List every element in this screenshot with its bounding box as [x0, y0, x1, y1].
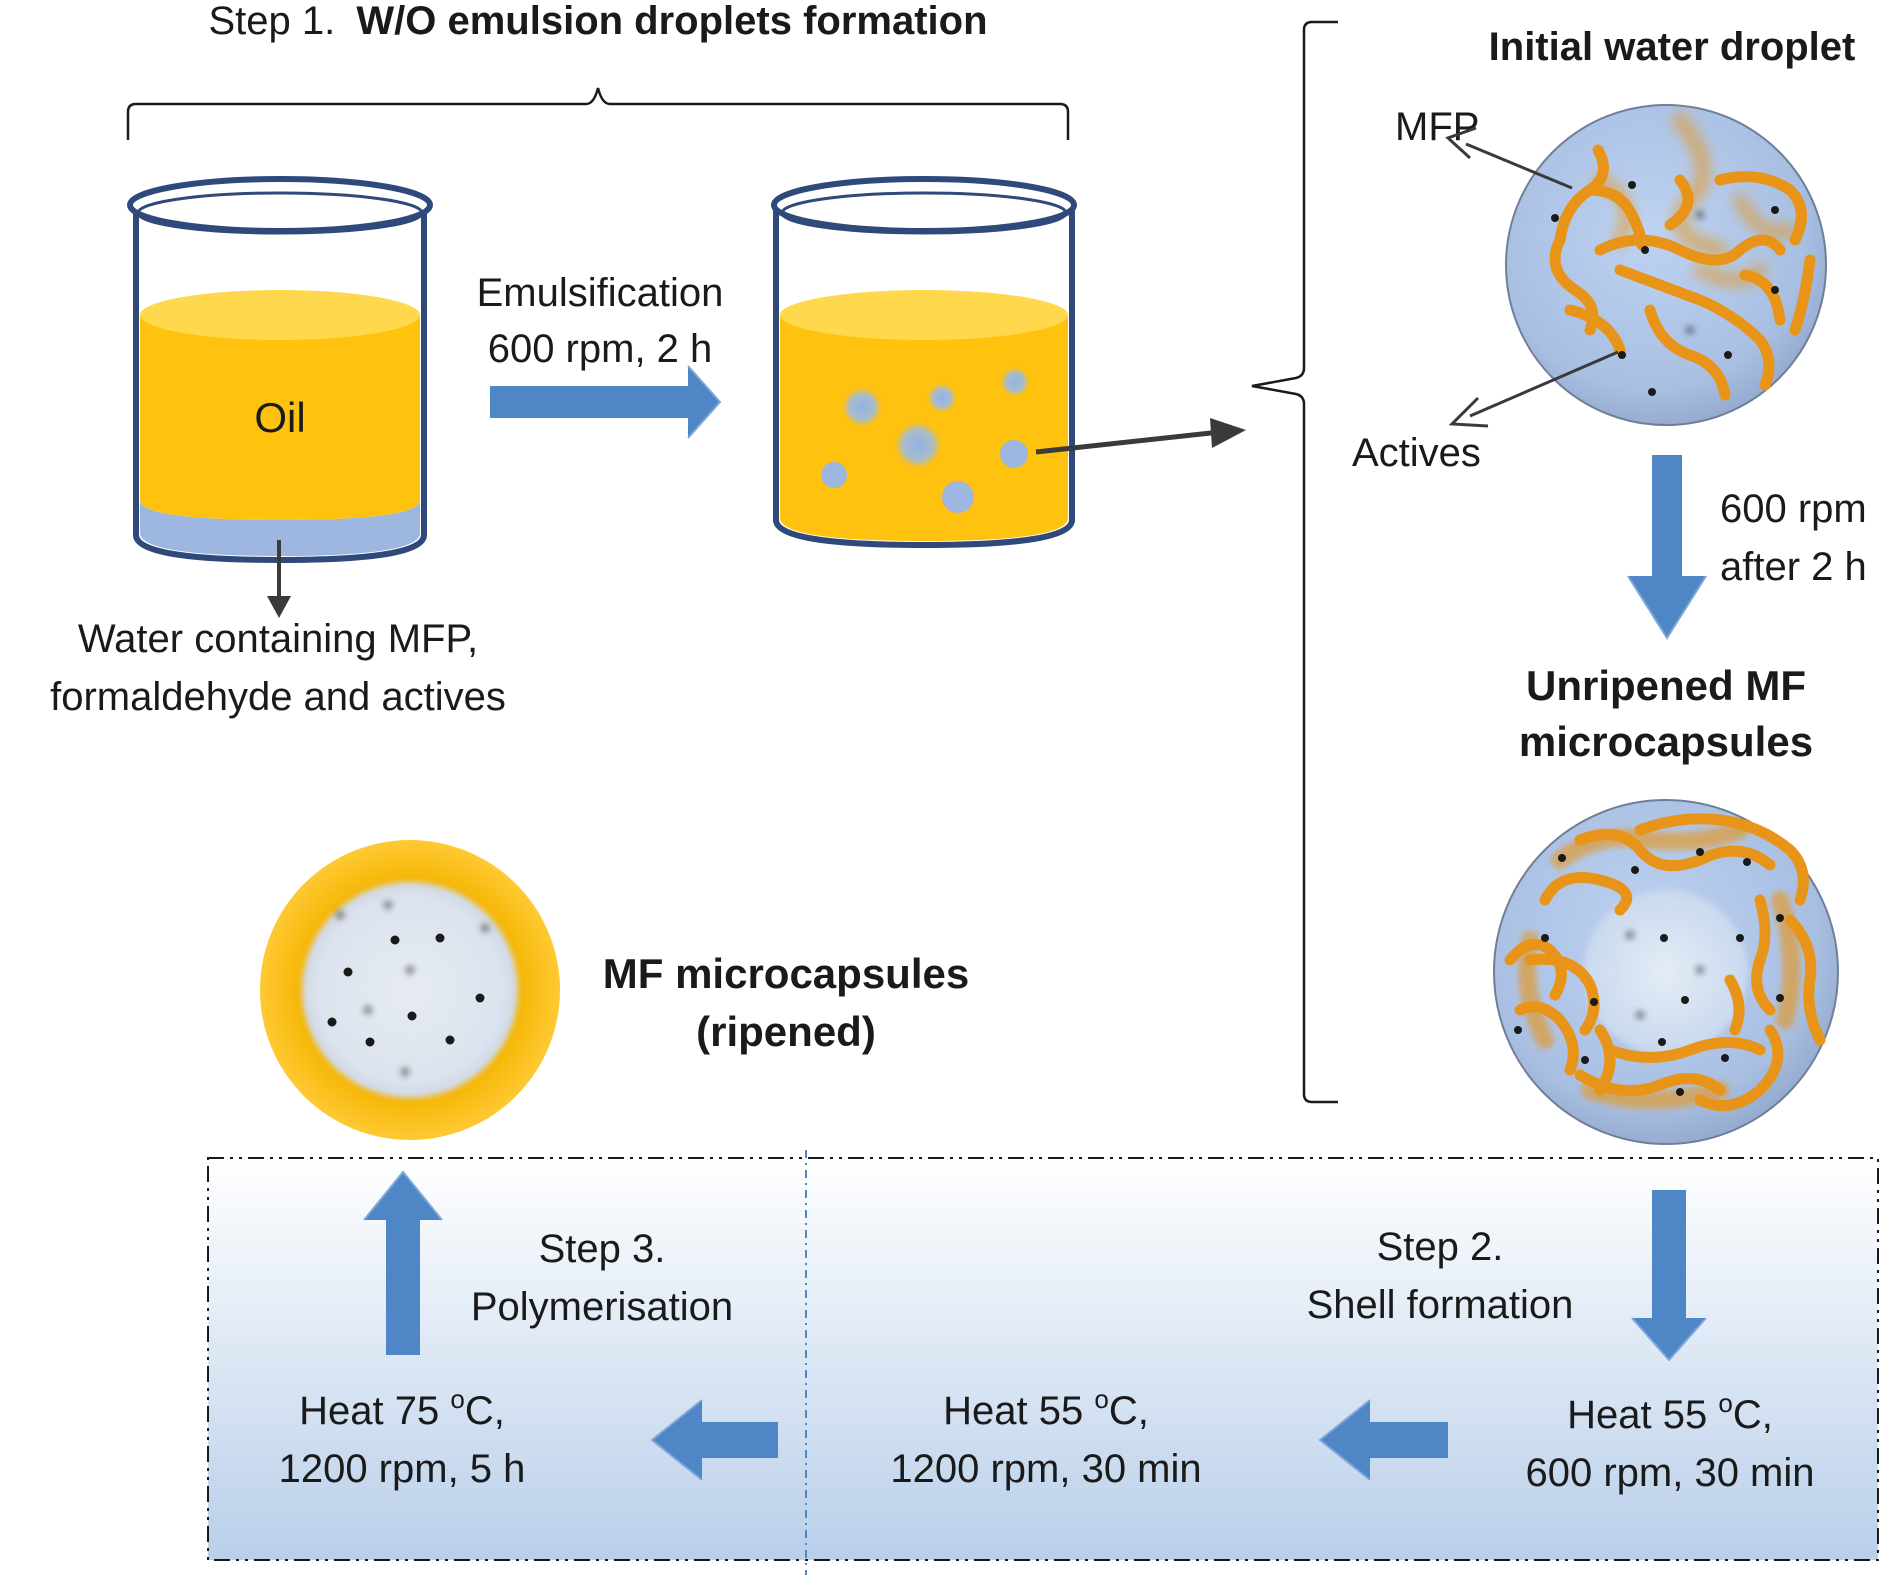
unripened-title-line2: microcapsules	[1519, 718, 1813, 765]
oil-label: Oil	[254, 394, 305, 441]
zoom-pointer-line	[1035, 429, 1221, 455]
heat-a-line1: Heat 55 oC,	[1567, 1388, 1773, 1437]
step2-down-arrow	[1632, 1190, 1706, 1360]
heat-a-text: Heat 55	[1567, 1393, 1718, 1437]
unripened-fibers	[1504, 813, 1826, 1112]
unripened-capsule	[1493, 799, 1839, 1145]
step1-prefix: Step 1.	[208, 0, 335, 43]
heat-c-line2: 1200 rpm, 5 h	[279, 1447, 526, 1491]
step3-line2: Polymerisation	[471, 1285, 733, 1329]
heat-b-degree: o	[1094, 1384, 1108, 1414]
emulsion-droplet	[942, 481, 974, 513]
mfp-pointer-line	[1465, 142, 1573, 190]
unripened-title-line1: Unripened MF	[1526, 662, 1806, 709]
heat-c-line1: Heat 75 oC,	[299, 1384, 505, 1433]
heat-a-degree: o	[1718, 1388, 1732, 1418]
step2-line2: Shell formation	[1307, 1283, 1574, 1327]
actives-pointer-line	[1469, 350, 1619, 418]
actives-pointer-head	[1448, 396, 1489, 428]
left-arrow-b-to-c	[652, 1400, 778, 1480]
heat-b-unit: C,	[1109, 1389, 1149, 1433]
emulsification-line2: 600 rpm, 2 h	[488, 327, 713, 371]
unripened-actives-dots	[1514, 848, 1784, 1096]
step2-line1: Step 2.	[1377, 1225, 1504, 1269]
initial-droplet-title: Initial water droplet	[1489, 25, 1856, 69]
emulsion-droplet-blurred	[999, 366, 1031, 398]
actives-label: Actives	[1352, 431, 1481, 475]
emulsion-droplet	[1000, 440, 1028, 468]
heat-b-line2: 1200 rpm, 30 min	[890, 1447, 1201, 1491]
emulsification-arrow	[490, 366, 720, 438]
water-label-line1: Water containing MFP,	[78, 617, 478, 661]
heat-b-text: Heat 55	[943, 1389, 1094, 1433]
heat-c-text: Heat 75	[299, 1389, 450, 1433]
left-arrow-a-to-b	[1320, 1400, 1448, 1480]
ripened-actives-dots	[327, 933, 485, 1047]
process-box	[207, 1157, 1879, 1561]
step3-line1: Step 3.	[539, 1227, 666, 1271]
water-pointer-head	[267, 596, 291, 618]
ripening-condition-line2: after 2 h	[1720, 545, 1867, 589]
heat-c-unit: C,	[465, 1389, 505, 1433]
emulsion-droplet-blurred	[840, 385, 884, 429]
step1-brace	[126, 87, 1070, 140]
heat-b-line1: Heat 55 oC,	[943, 1384, 1149, 1433]
emulsion-droplet-blurred	[926, 382, 958, 414]
beaker-oil-water: Oil	[127, 176, 433, 564]
mfp-label: MFP	[1395, 105, 1479, 149]
heat-c-degree: o	[450, 1384, 464, 1414]
ripening-arrow	[1628, 455, 1706, 638]
step1-title: Step 1. W/O emulsion droplets formation	[208, 0, 987, 43]
water-label-line2: formaldehyde and actives	[50, 675, 506, 719]
oil-layer	[140, 315, 420, 520]
ripened-title-line1: MF microcapsules	[603, 950, 969, 997]
ripened-title-line2: (ripened)	[696, 1008, 876, 1055]
mfp-fibers	[1549, 144, 1816, 401]
zoom-brace	[1251, 20, 1338, 1104]
heat-a-line2: 600 rpm, 30 min	[1525, 1451, 1814, 1495]
water-layer	[140, 500, 420, 556]
beaker-emulsion	[771, 176, 1077, 549]
ripening-condition-line1: 600 rpm	[1720, 487, 1867, 531]
emulsion-droplet	[821, 462, 847, 488]
heat-a-unit: C,	[1733, 1393, 1773, 1437]
zoom-pointer-head	[1210, 418, 1246, 448]
emulsion-droplet-blurred	[892, 419, 944, 471]
actives-dots	[1551, 181, 1779, 396]
ripened-capsule	[260, 840, 560, 1140]
emulsification-line1: Emulsification	[477, 271, 724, 315]
step1-title-bold: W/O emulsion droplets formation	[356, 0, 987, 43]
mfp-pointer-head	[1445, 126, 1477, 160]
step3-up-arrow	[364, 1172, 442, 1355]
initial-water-droplet	[1505, 104, 1827, 426]
